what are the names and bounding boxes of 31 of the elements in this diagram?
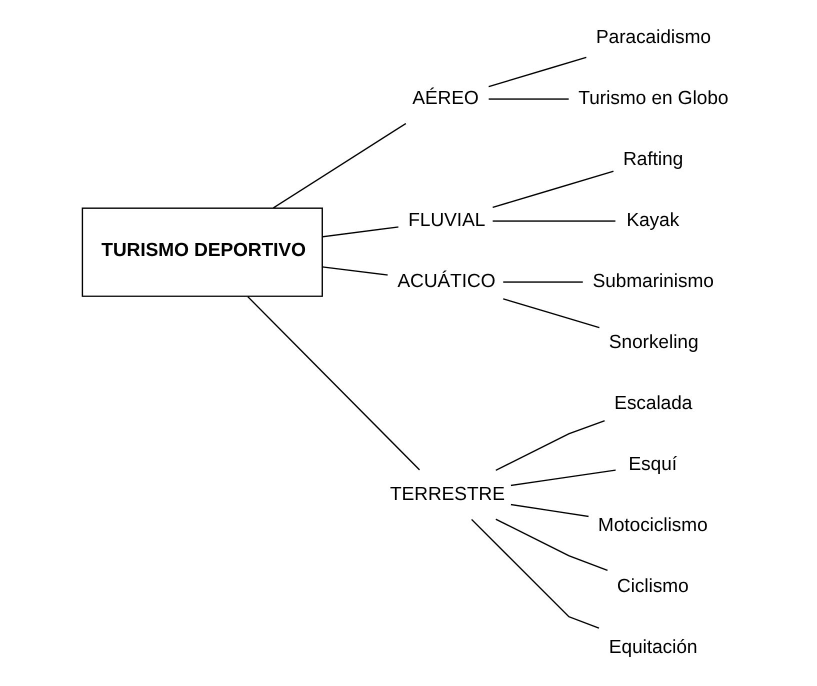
node-text: Turismo en Globo [578, 88, 728, 110]
node-text: Ciclismo [616, 576, 688, 597]
node-text: Rafting [622, 149, 683, 170]
node-text: TERRESTRE [390, 484, 504, 505]
connector [510, 504, 588, 518]
node-text: FLUVIAL [408, 210, 485, 232]
connector [492, 170, 614, 208]
node-text: ACUÁTICO [396, 271, 495, 292]
node-text: AÉREO [412, 88, 478, 110]
connector [495, 420, 604, 471]
connector [322, 226, 398, 238]
node-text: Esquí [628, 454, 677, 475]
connector [502, 298, 600, 328]
connector [470, 518, 599, 629]
connector [322, 266, 388, 276]
node-text: Motociclismo [598, 514, 708, 536]
node-box: TURISMO DEPORTIVO [81, 207, 322, 297]
connector [495, 518, 608, 572]
node-text: Submarinismo [592, 271, 714, 292]
connector [510, 469, 616, 486]
connector [272, 122, 406, 208]
node-text: Paracaidismo [596, 27, 710, 48]
connector [502, 281, 582, 283]
connector [488, 98, 568, 100]
node-text: Equitación [608, 636, 697, 658]
node-text: Escalada [614, 392, 692, 414]
node-text: Snorkeling [608, 332, 698, 354]
connector [488, 56, 586, 88]
connector [492, 220, 615, 222]
node-text: Kayak [626, 210, 679, 232]
connector [246, 296, 420, 470]
